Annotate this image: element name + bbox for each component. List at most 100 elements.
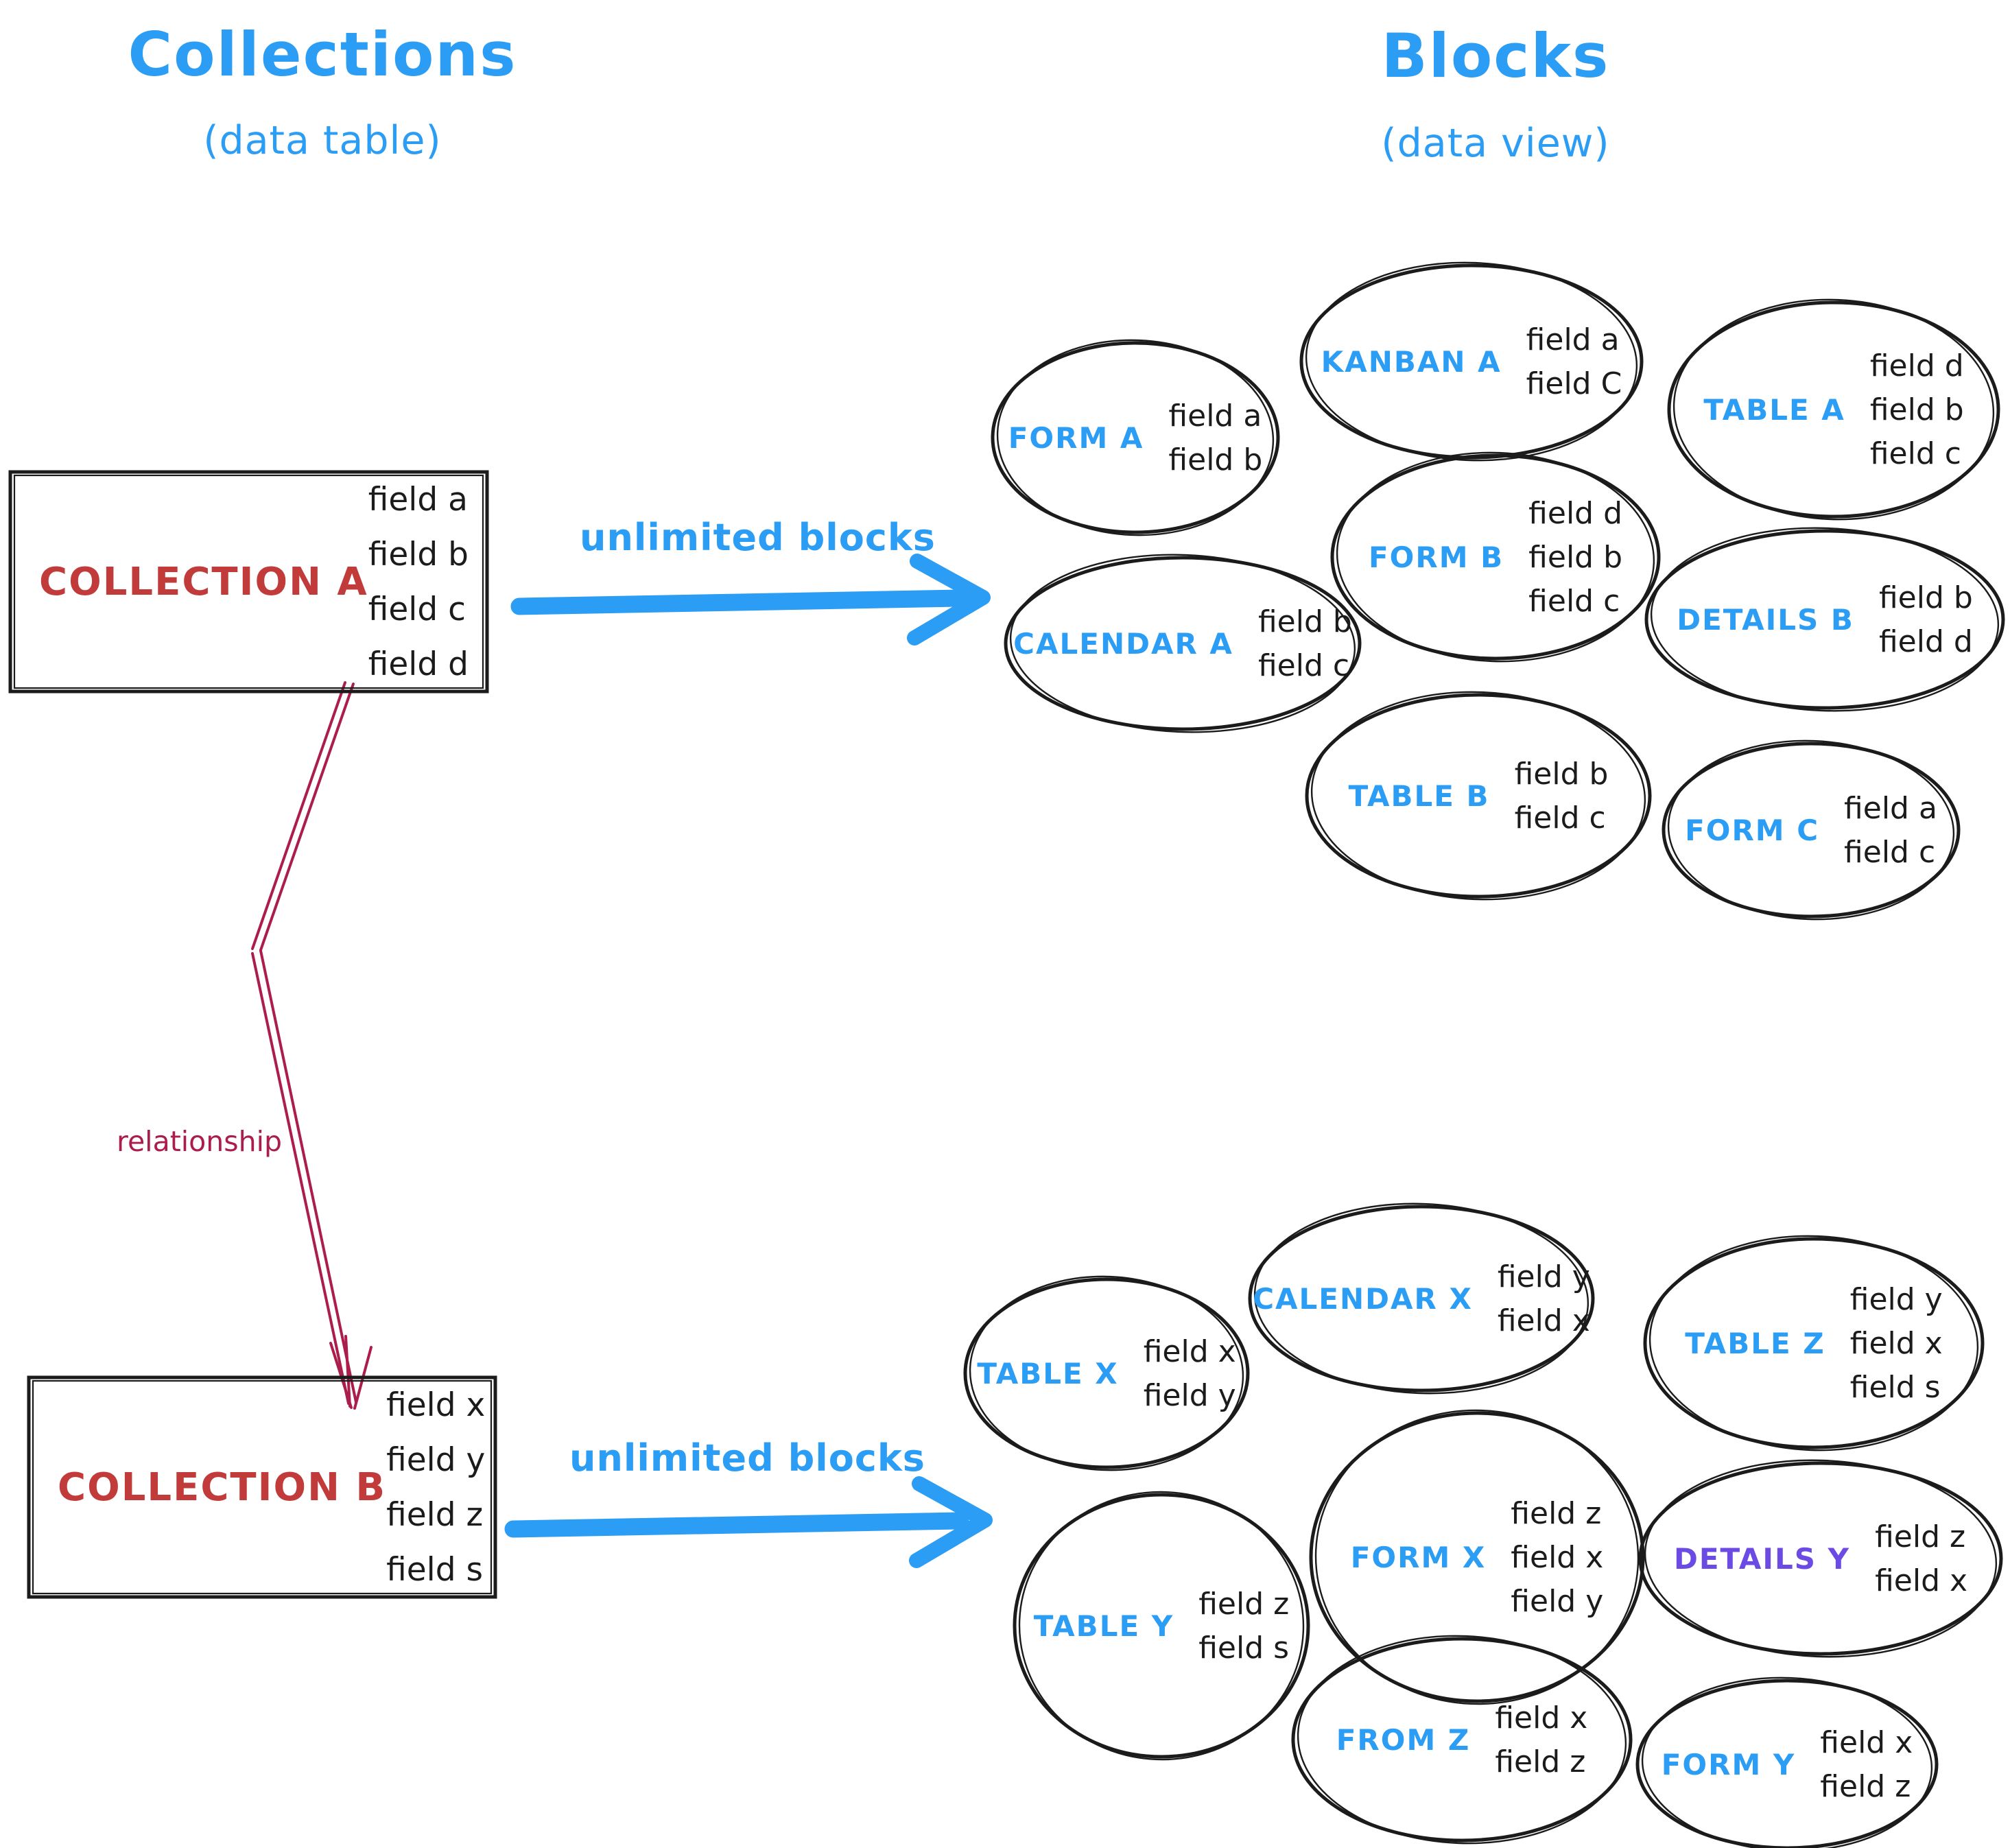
left-title: Collections xyxy=(128,19,517,90)
field-label: field a xyxy=(368,480,468,519)
ellipse-details-b xyxy=(1644,527,2005,712)
unlimited-blocks-label-bottom: unlimited blocks xyxy=(569,1436,925,1480)
collection-b-name: COLLECTION B xyxy=(58,1465,387,1510)
block-calendar-a: CALENDAR A field b field c xyxy=(1006,558,1360,729)
block-label-form-a: FORM A xyxy=(1008,420,1144,455)
ellipse-table-b xyxy=(1305,691,1652,901)
field-label: field x xyxy=(1849,1325,1943,1361)
block-label-table-a: TABLE A xyxy=(1703,392,1845,427)
field-label: field b xyxy=(1168,442,1263,477)
field-label: field d xyxy=(1869,348,1964,383)
field-label: field y xyxy=(1143,1377,1236,1413)
block-label-details-b: DETAILS B xyxy=(1677,602,1854,637)
field-label: field b xyxy=(1528,539,1623,575)
field-label: field y xyxy=(1511,1583,1604,1619)
field-label: field z xyxy=(386,1495,484,1534)
block-label-form-x: FORM X xyxy=(1350,1540,1487,1574)
field-label: field b xyxy=(1878,580,1973,615)
block-fields-kanban-a: field a field C xyxy=(1526,322,1622,401)
right-subtitle: (data view) xyxy=(1381,121,1610,166)
field-label: field x xyxy=(1495,1700,1588,1736)
block-label-kanban-a: KANBAN A xyxy=(1321,344,1502,379)
block-kanban-a: KANBAN A field a field C xyxy=(1301,265,1642,458)
field-label: field c xyxy=(1257,648,1350,683)
block-fields-form-a: field a field b xyxy=(1168,399,1262,477)
field-label: field z xyxy=(1875,1519,1966,1554)
ellipse-form-x xyxy=(1309,1409,1645,1705)
field-label: field d xyxy=(1528,495,1623,531)
block-fields-from-z: field x field z xyxy=(1495,1701,1587,1779)
right-title: Blocks xyxy=(1381,21,1610,91)
field-label: field d xyxy=(368,645,469,683)
ellipse-form-b xyxy=(1330,451,1661,663)
block-fields-table-y: field z field s xyxy=(1198,1587,1289,1666)
field-label: field s xyxy=(386,1550,483,1589)
block-fields-details-y: field z field x xyxy=(1875,1519,1967,1598)
ellipse-details-y xyxy=(1638,1459,2003,1658)
block-fields-form-b: field d field b field c xyxy=(1528,496,1622,619)
field-label: field c xyxy=(368,590,466,628)
relationship-line xyxy=(251,681,373,1410)
ellipse-form-a xyxy=(991,339,1280,536)
block-label-form-c: FORM C xyxy=(1685,813,1820,847)
block-table-a: TABLE A field d field b field c xyxy=(1669,303,1998,517)
field-label: field c xyxy=(1528,583,1620,619)
field-label: field a xyxy=(1844,790,1937,826)
block-label-from-z: FROM Z xyxy=(1336,1722,1471,1757)
field-label: field b xyxy=(1514,756,1609,792)
collection-a-name: COLLECTION A xyxy=(39,559,368,604)
ellipse-table-z xyxy=(1643,1235,1985,1452)
ellipse-from-z xyxy=(1291,1635,1633,1845)
block-label-table-b: TABLE B xyxy=(1348,779,1490,813)
ellipse-calendar-a xyxy=(1004,554,1362,733)
field-label: field c xyxy=(1844,834,1936,870)
field-label: field a xyxy=(1168,398,1262,434)
collection-a-fields: field a field b field c field d xyxy=(368,481,469,683)
field-label: field b xyxy=(1257,604,1352,639)
field-label: field C xyxy=(1526,366,1622,401)
collection-a: COLLECTION A field a field b field c field d xyxy=(10,472,487,691)
field-label: field z xyxy=(1820,1768,1911,1804)
unlimited-blocks-label-top: unlimited blocks xyxy=(580,516,936,559)
field-label: field y xyxy=(1497,1259,1590,1294)
left-subtitle: (data table) xyxy=(203,118,442,163)
field-label: field z xyxy=(1511,1495,1602,1531)
block-label-table-z: TABLE Z xyxy=(1685,1326,1825,1360)
ellipse-form-c xyxy=(1662,739,1961,921)
block-label-calendar-a: CALENDAR A xyxy=(1013,626,1233,661)
field-label: field z xyxy=(1198,1586,1290,1622)
field-label: field y xyxy=(386,1441,486,1479)
block-label-form-b: FORM B xyxy=(1368,540,1504,574)
ellipse-calendar-x xyxy=(1248,1203,1595,1395)
field-label: field c xyxy=(1869,436,1961,471)
block-fields-table-a: field d field b field c xyxy=(1870,348,1964,471)
block-fields-form-c: field a field c xyxy=(1844,791,1937,870)
field-label: field s xyxy=(1198,1630,1290,1666)
relationship-label: relationship xyxy=(117,1125,282,1158)
block-fields-calendar-a: field b field c xyxy=(1258,604,1352,683)
field-label: field x xyxy=(1875,1563,1968,1598)
field-label: field z xyxy=(1495,1744,1586,1779)
unlimited-blocks-arrow-top xyxy=(510,554,991,645)
field-label: field a xyxy=(1526,322,1620,357)
block-form-a: FORM A field a field b xyxy=(993,343,1278,532)
field-label: field b xyxy=(1869,392,1964,427)
block-label-table-x: TABLE X xyxy=(977,1356,1119,1390)
field-label: field s xyxy=(1849,1369,1941,1405)
field-label: field b xyxy=(368,535,469,573)
field-label: field x xyxy=(386,1386,486,1424)
